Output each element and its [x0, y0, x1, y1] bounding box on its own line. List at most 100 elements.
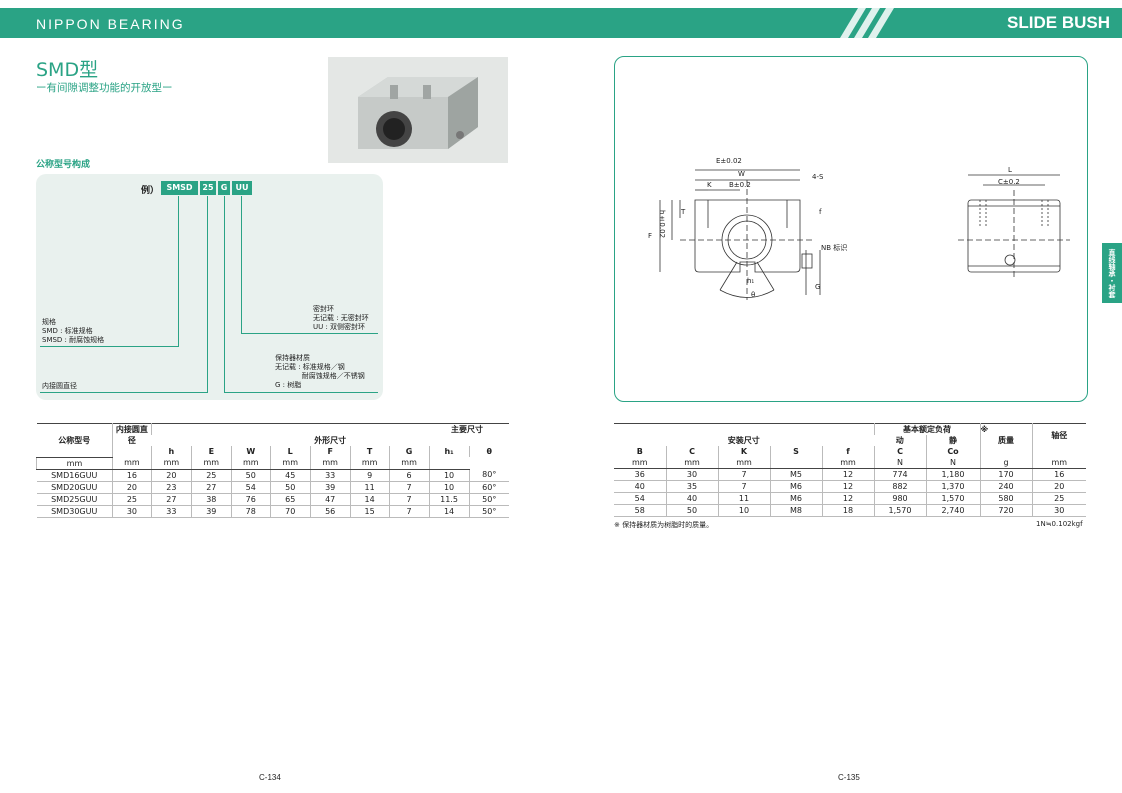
cell: 16 — [1031, 468, 1086, 481]
cell: 70 — [269, 505, 311, 518]
col-shaft: 轴径 — [1031, 423, 1086, 446]
section-heading: 公称型号构成 — [36, 160, 91, 170]
unit-F: mm — [269, 457, 311, 470]
connector-bore-h — [40, 392, 208, 393]
cell: M6 — [769, 480, 822, 493]
cell: 1,180 — [925, 468, 980, 481]
col-bore: 内接圆直径 — [111, 423, 152, 446]
cell: 50° — [468, 505, 509, 518]
side-tab: 直线轴承・衬套 — [1102, 243, 1122, 303]
cell: 40 — [614, 480, 666, 493]
product-title: SMD型 — [36, 59, 99, 81]
cell: 50 — [665, 504, 718, 517]
dimension-table: 公称型号 内接圆直径 主要尺寸 外形尺寸 h E W L F T G h₁ θ … — [36, 423, 509, 518]
dim-B: B±0.2 — [729, 181, 751, 189]
unit-h1: mm — [388, 457, 430, 470]
model-code-panel — [36, 174, 383, 400]
unit-W: mm — [190, 457, 232, 470]
dim-h1: h₁ — [747, 277, 755, 285]
cell: 30 — [111, 505, 152, 518]
cell: 38 — [190, 493, 232, 506]
col-S: S — [769, 446, 822, 457]
col-h1: h₁ — [428, 446, 470, 457]
cell: 7 — [388, 505, 430, 518]
example-label: 例） — [141, 186, 160, 196]
chip-bore: 25 — [200, 181, 216, 195]
cell: 14 — [428, 505, 470, 518]
connector-retainer-h — [224, 392, 378, 393]
dim-F: F — [648, 232, 653, 240]
cell: 580 — [979, 492, 1032, 505]
cell: 35 — [665, 480, 718, 493]
cell: 170 — [979, 468, 1032, 481]
group-load: 基本额定负荷 — [873, 423, 980, 435]
connector-seal — [241, 196, 242, 333]
cell: SMD16GUU — [36, 469, 113, 482]
page-number-right: C-135 — [838, 773, 860, 782]
cell: 10 — [428, 469, 470, 482]
col-F: F — [309, 446, 351, 457]
cell: 14 — [349, 493, 390, 506]
cell: 65 — [269, 493, 311, 506]
spec-table: 安装尺寸 基本额定负荷 ※ 轴径 动 静 质量 B C K S f C Co m… — [614, 423, 1086, 517]
col-T: T — [349, 446, 390, 457]
note-bore: 内接圆直径 — [42, 382, 77, 390]
cell: 20 — [150, 469, 192, 482]
cell: 20 — [111, 481, 152, 494]
cell: 10 — [717, 504, 770, 517]
cell: M8 — [769, 504, 822, 517]
cell: 54 — [614, 492, 666, 505]
cell: 7 — [717, 480, 770, 493]
col-theta: θ — [468, 446, 509, 457]
cell: SMD20GUU — [36, 481, 113, 494]
cell: 882 — [873, 480, 926, 493]
cell: 1,570 — [873, 504, 926, 517]
dim-C: C±0.2 — [998, 178, 1020, 186]
cell: 1,570 — [925, 492, 980, 505]
dim-T: T — [681, 208, 686, 216]
col-h: h — [150, 446, 192, 457]
cell: 36 — [614, 468, 666, 481]
drawing-frame — [614, 56, 1088, 402]
cell: 25 — [1031, 492, 1086, 505]
footnote: ※ 保持器材质为树脂时的质量。 — [614, 521, 714, 529]
col-mass: 质量 — [979, 435, 1032, 446]
col-dyn-C: C — [873, 446, 926, 457]
unit-B: mm — [614, 457, 666, 469]
cell: SMD30GUU — [36, 505, 113, 518]
dim-E: E±0.02 — [716, 157, 742, 165]
col-mass-blank — [979, 446, 1032, 457]
dim-L: L — [1008, 166, 1012, 174]
col-bore-blank — [111, 446, 152, 457]
unit-mass: g — [979, 457, 1032, 469]
cell: 240 — [979, 480, 1032, 493]
cell: 27 — [190, 481, 232, 494]
cell: 27 — [150, 493, 192, 506]
header-stripes — [840, 8, 894, 38]
dim-G: G — [815, 283, 821, 291]
dim-h: h±0.02 — [658, 210, 666, 239]
cell: 40 — [665, 492, 718, 505]
cell: 6 — [388, 469, 430, 482]
cell: 11 — [349, 481, 390, 494]
cell: 23 — [150, 481, 192, 494]
mass-star: ※ — [979, 423, 1032, 435]
cell: 12 — [821, 468, 874, 481]
col-stat-Co: Co — [925, 446, 980, 457]
col-f: f — [821, 446, 874, 457]
cell: 11.5 — [428, 493, 470, 506]
group-outer: 外形尺寸 — [314, 436, 347, 445]
cell: 774 — [873, 468, 926, 481]
col-K: K — [717, 446, 770, 457]
cell: 720 — [979, 504, 1032, 517]
unit-shaft: mm — [1031, 457, 1086, 469]
cell: 33 — [309, 469, 351, 482]
cell: 7 — [717, 468, 770, 481]
cell: 1,370 — [925, 480, 980, 493]
load-static: 静 — [925, 435, 980, 446]
